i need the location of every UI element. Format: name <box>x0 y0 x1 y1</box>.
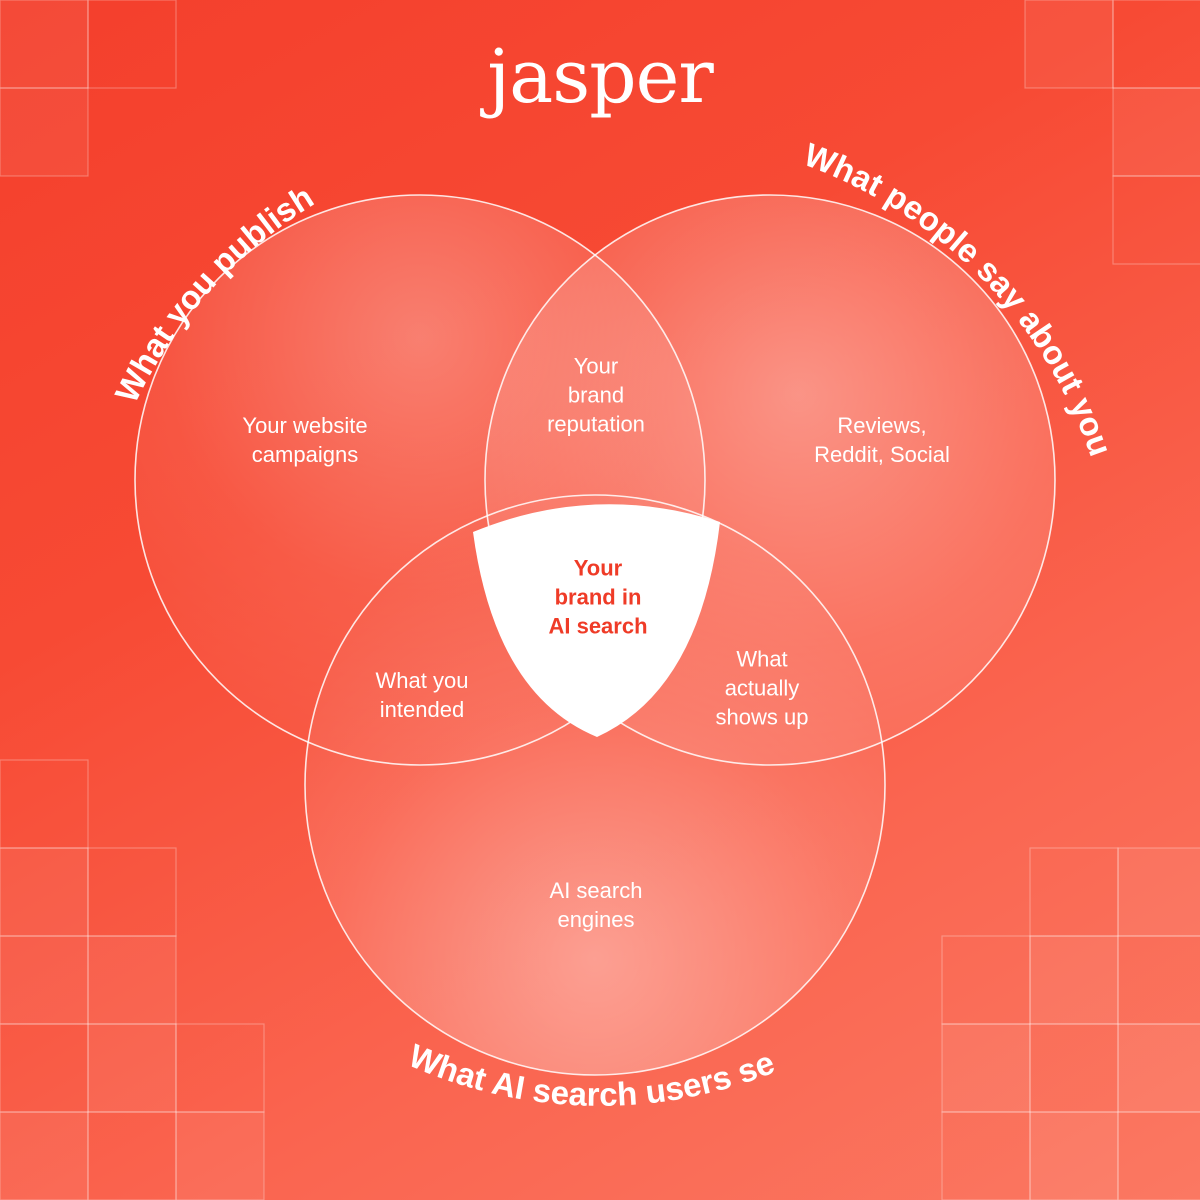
label-line: Your <box>573 353 619 379</box>
label-line: shows up <box>715 704 809 730</box>
circle-what-ai-users-see <box>304 494 886 1076</box>
label-line: brand in <box>554 584 642 610</box>
label-line: Your website <box>242 413 368 438</box>
left-right-overlap-label: Your brand reputation <box>547 352 645 439</box>
center-overlap-label: Your brand in AI search <box>548 554 647 641</box>
left-circle-label: Your website campaigns <box>242 411 367 469</box>
left-bottom-overlap-label: What you intended <box>376 666 469 724</box>
center-overlap-region <box>473 504 720 737</box>
label-line: reputation <box>547 411 645 437</box>
label-line: Your <box>573 555 623 581</box>
right-bottom-overlap-label: What actually shows up <box>716 645 809 732</box>
label-line: Reddit, Social <box>814 442 950 467</box>
jasper-logo: jasper <box>487 34 714 120</box>
label-line: brand <box>567 382 625 408</box>
bottom-circle-label: AI search engines <box>550 876 643 934</box>
label-line: AI search <box>549 878 643 903</box>
label-line: engines <box>557 907 635 932</box>
label-line: intended <box>379 697 465 722</box>
label-line: actually <box>724 675 800 701</box>
label-line: campaigns <box>251 442 359 467</box>
label-line: What <box>736 646 788 672</box>
label-line: Reviews, <box>837 413 927 438</box>
right-circle-label: Reviews, Reddit, Social <box>814 411 950 469</box>
label-line: AI search <box>548 613 648 639</box>
label-line: What you <box>375 668 469 693</box>
